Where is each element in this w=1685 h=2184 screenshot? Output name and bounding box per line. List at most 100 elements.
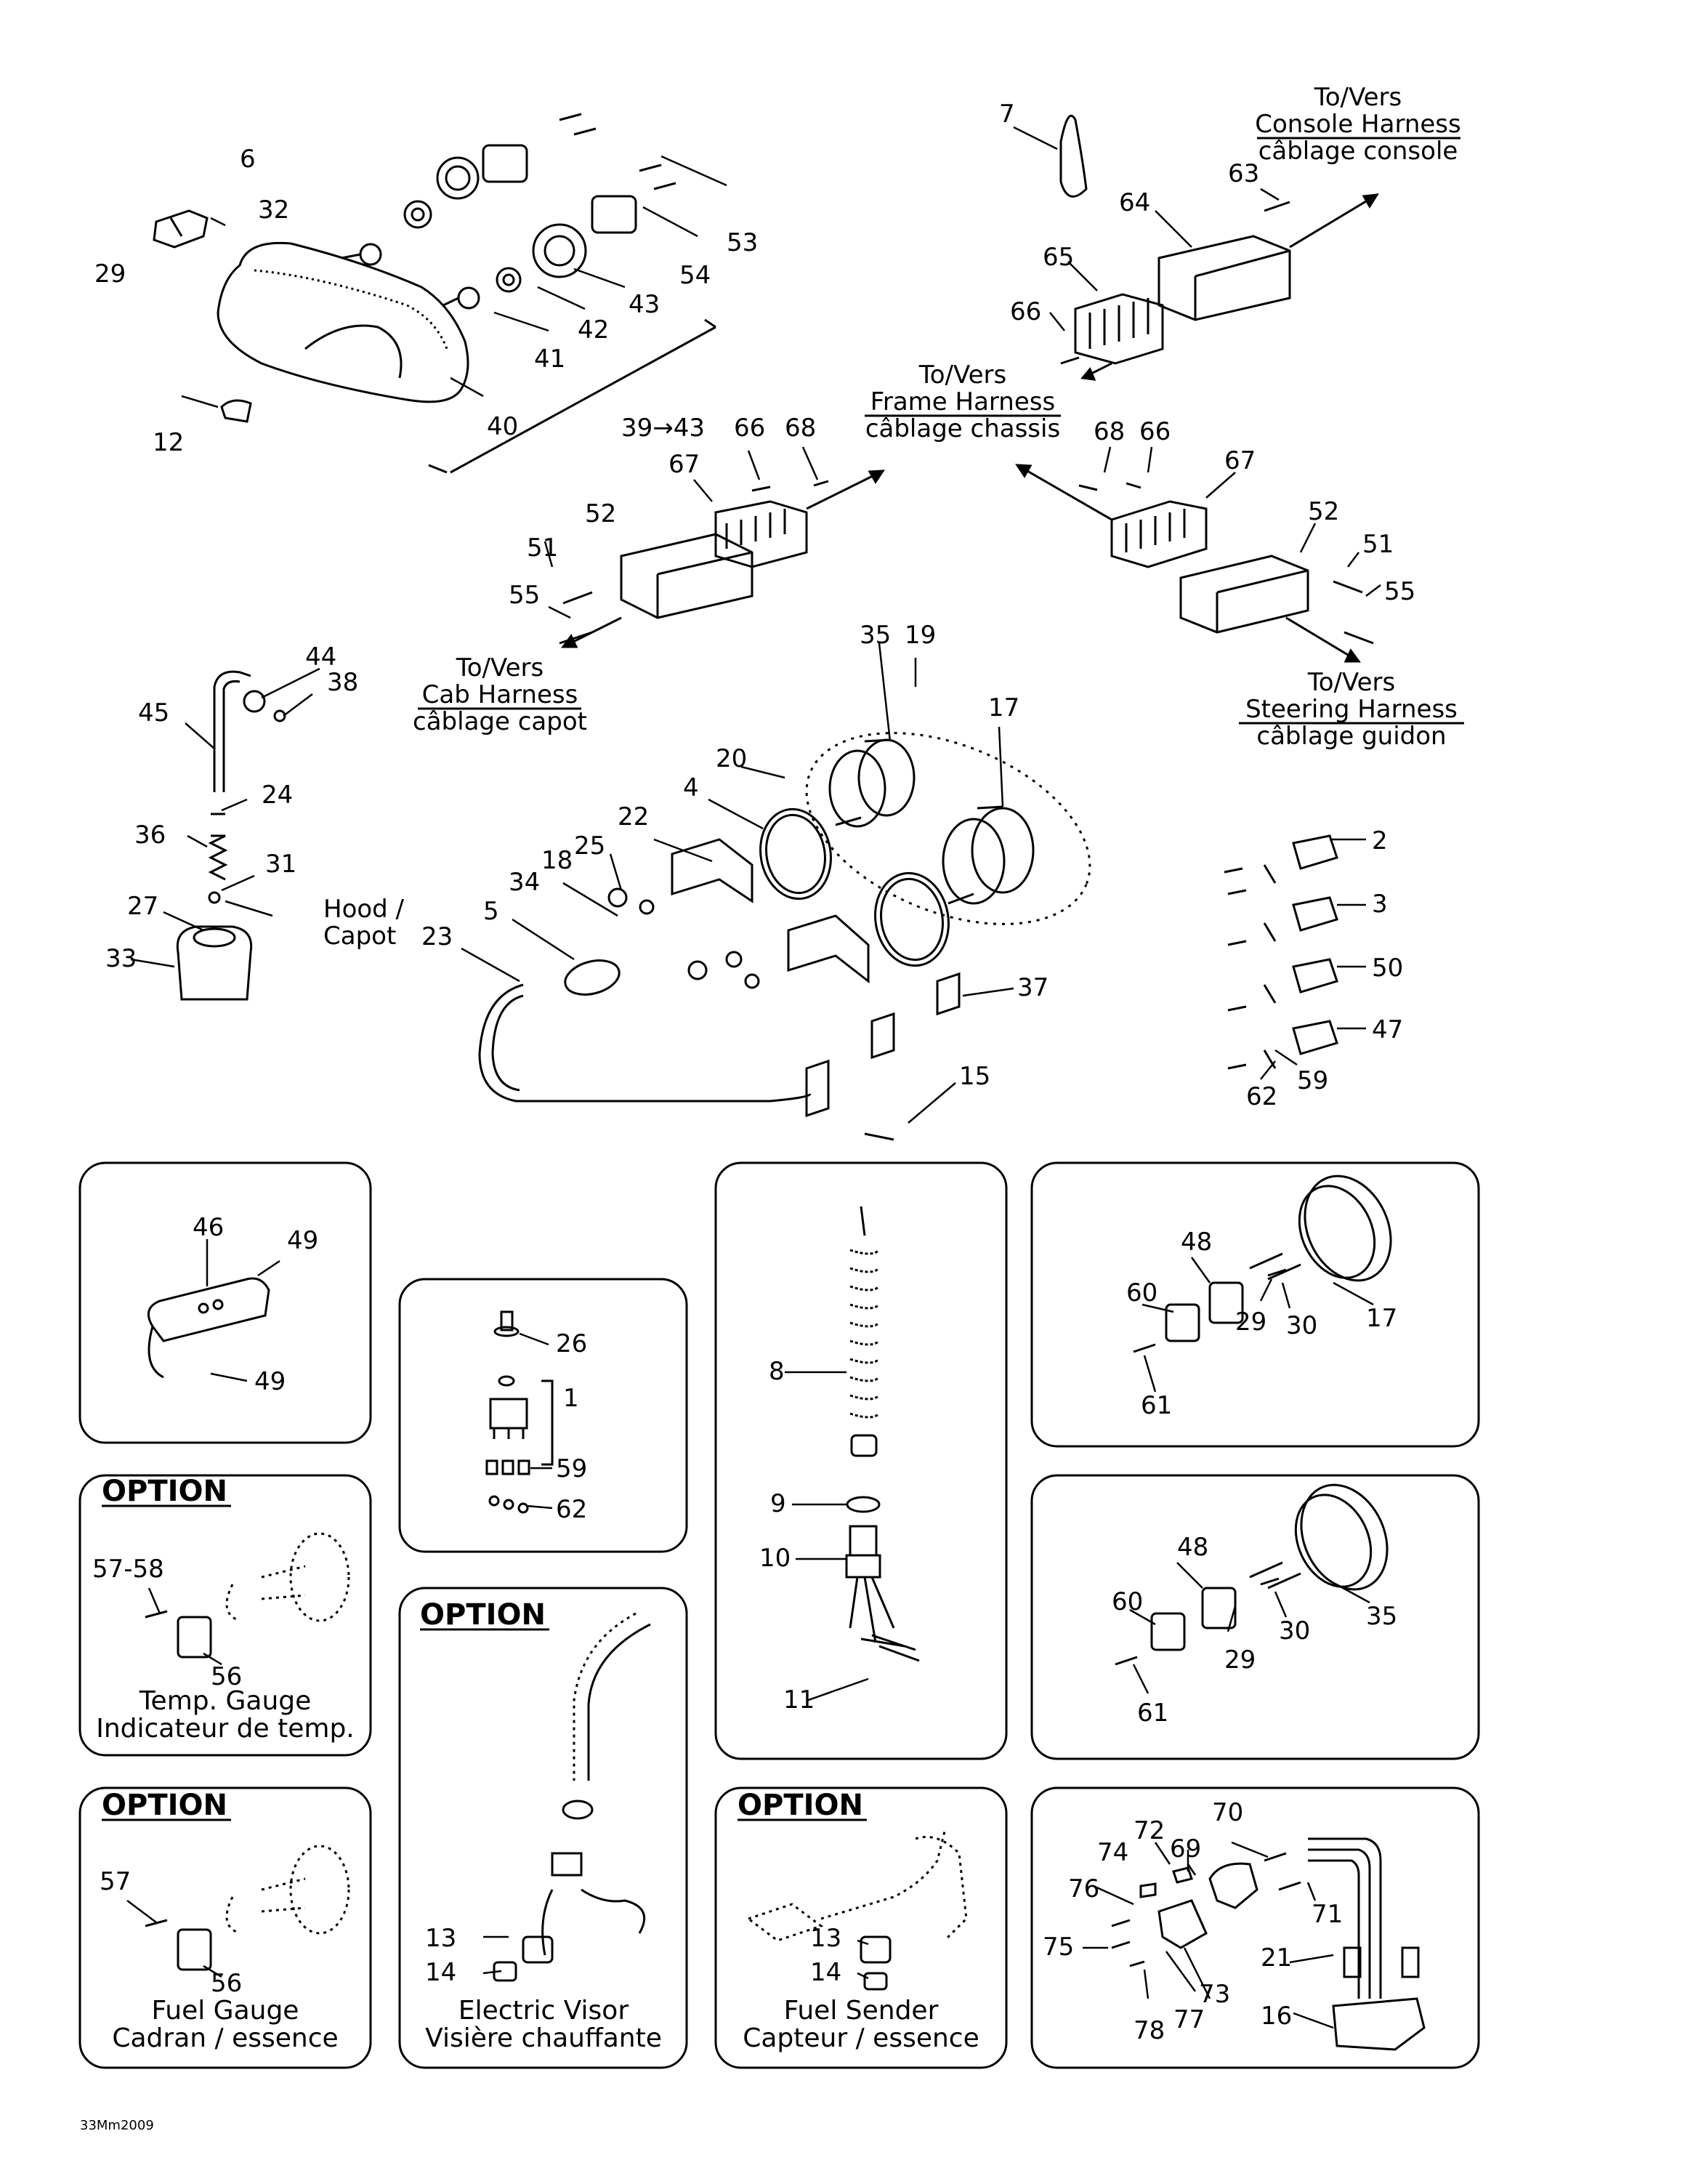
callout-12: 12 xyxy=(153,428,184,457)
hood-tube xyxy=(213,670,286,792)
terminal-pins xyxy=(559,201,1374,645)
fuel-gauge-connector xyxy=(145,1919,212,1971)
callout-51-left: 51 xyxy=(527,533,558,563)
gauge-lower xyxy=(942,805,1035,905)
callout-49-top: 49 xyxy=(287,1226,318,1255)
callout-63: 63 xyxy=(1228,159,1259,188)
label-steering-harness: To/Vers Steering Harness câblage guidon xyxy=(1239,668,1464,751)
panel-switch xyxy=(398,1278,688,1553)
callout-59-box: 59 xyxy=(556,1454,587,1483)
callout-59: 59 xyxy=(1297,1066,1328,1095)
callout-69: 69 xyxy=(1170,1834,1201,1863)
steering-harness-line-1: To/Vers xyxy=(1307,668,1395,697)
panel-gauge-35 xyxy=(1030,1474,1480,1760)
callout-76: 76 xyxy=(1068,1874,1099,1903)
callout-61-b: 61 xyxy=(1137,1699,1168,1728)
temp-gauge-harness xyxy=(225,1532,350,1622)
caption-temp-line-1: Temp. Gauge xyxy=(139,1686,312,1716)
headlamp-bracket xyxy=(153,209,209,249)
callout-68-right: 68 xyxy=(1094,417,1125,446)
callout-51-right: 51 xyxy=(1362,530,1394,559)
callout-29-a: 29 xyxy=(1235,1307,1266,1337)
callout-60-a: 60 xyxy=(1126,1278,1157,1307)
callout-18: 18 xyxy=(541,846,573,875)
gauge-rings xyxy=(759,807,950,967)
callout-40: 40 xyxy=(487,412,518,441)
fuel-sender-connector xyxy=(860,1935,892,1991)
callout-43: 43 xyxy=(629,290,660,319)
callout-9: 9 xyxy=(770,1489,786,1518)
option-header-visor: OPTION xyxy=(420,1598,546,1632)
callout-78: 78 xyxy=(1134,2016,1165,2045)
connector-housing-right xyxy=(1110,500,1309,634)
callout-7: 7 xyxy=(999,100,1015,129)
callout-67-left: 67 xyxy=(668,450,700,479)
callout-30-b: 30 xyxy=(1279,1616,1310,1645)
callout-35: 35 xyxy=(860,621,891,650)
panel-option-fuel-gauge xyxy=(78,1786,372,2069)
bulbs-and-seals xyxy=(341,156,587,310)
callout-21: 21 xyxy=(1261,1943,1292,1973)
callout-48-a: 48 xyxy=(1181,1228,1212,1257)
callout-75: 75 xyxy=(1043,1933,1074,1962)
bulb-connectors xyxy=(482,113,676,234)
callout-3: 3 xyxy=(1372,890,1388,919)
panel-bracket xyxy=(78,1161,372,1444)
callout-38: 38 xyxy=(327,668,358,697)
small-connector-set xyxy=(1224,834,1338,1070)
gauge-group-outline xyxy=(805,732,1091,925)
callout-1: 1 xyxy=(563,1384,579,1413)
callout-27: 27 xyxy=(127,892,158,921)
callout-2: 2 xyxy=(1372,826,1388,855)
callout-53: 53 xyxy=(727,228,758,257)
callout-48-b: 48 xyxy=(1177,1533,1208,1562)
callout-54: 54 xyxy=(679,261,711,290)
hood-label-line-2: Capot xyxy=(323,922,396,951)
headlamp-housing xyxy=(217,241,469,403)
diagram-code: 33Mm2009 xyxy=(80,2118,154,2133)
option-header-temp: OPTION xyxy=(102,1475,227,1508)
callout-74: 74 xyxy=(1097,1838,1128,1867)
callout-66-top: 66 xyxy=(1010,297,1041,326)
callout-68-left: 68 xyxy=(785,414,816,443)
leader-lines xyxy=(126,126,1381,2029)
label-frame-harness: To/Vers Frame Harness câblage chassis xyxy=(865,360,1061,443)
callout-62: 62 xyxy=(1246,1082,1277,1111)
callout-66-right: 66 xyxy=(1139,417,1171,446)
callout-52-left: 52 xyxy=(585,499,616,528)
gauge-35-part xyxy=(1115,1483,1389,1666)
callout-23: 23 xyxy=(421,922,453,951)
callout-26: 26 xyxy=(556,1329,587,1358)
callout-56-temp: 56 xyxy=(211,1662,242,1691)
caption-visor-line-1: Electric Visor xyxy=(458,1996,629,2026)
sender-coil xyxy=(845,1206,920,1662)
callout-49-bottom: 49 xyxy=(254,1367,286,1396)
callout-47: 47 xyxy=(1372,1015,1403,1044)
headlamp-mount-clip xyxy=(220,399,252,423)
callout-61-a: 61 xyxy=(1141,1391,1172,1420)
callout-25: 25 xyxy=(574,831,605,861)
callout-22: 22 xyxy=(618,802,649,831)
callout-36: 36 xyxy=(134,821,166,850)
visor-harness xyxy=(493,1612,651,1982)
callout-41: 41 xyxy=(534,344,565,374)
console-harness-line-1: To/Vers xyxy=(1314,83,1402,112)
callout-72: 72 xyxy=(1134,1816,1165,1845)
callout-13-sender: 13 xyxy=(810,1924,841,1953)
label-console-harness: To/Vers Console Harness câblage console xyxy=(1255,83,1460,166)
callout-8: 8 xyxy=(769,1357,785,1386)
panel-option-fuel-sender xyxy=(714,1786,1008,2069)
callout-66-left: 66 xyxy=(734,414,765,443)
callout-73: 73 xyxy=(1199,1980,1230,2009)
callout-4: 4 xyxy=(683,773,699,802)
steering-harness-line-2: Steering Harness xyxy=(1245,695,1458,724)
callout-44: 44 xyxy=(305,642,336,672)
cable-tie xyxy=(1059,114,1088,198)
fuel-gauge-harness xyxy=(225,1845,350,1935)
panel-sensor xyxy=(1030,1786,1480,2069)
panel-gauge-17 xyxy=(1030,1161,1480,1448)
callout-67-right: 67 xyxy=(1224,446,1256,475)
callout-16: 16 xyxy=(1261,2002,1292,2031)
callout-62-box: 62 xyxy=(556,1495,587,1524)
